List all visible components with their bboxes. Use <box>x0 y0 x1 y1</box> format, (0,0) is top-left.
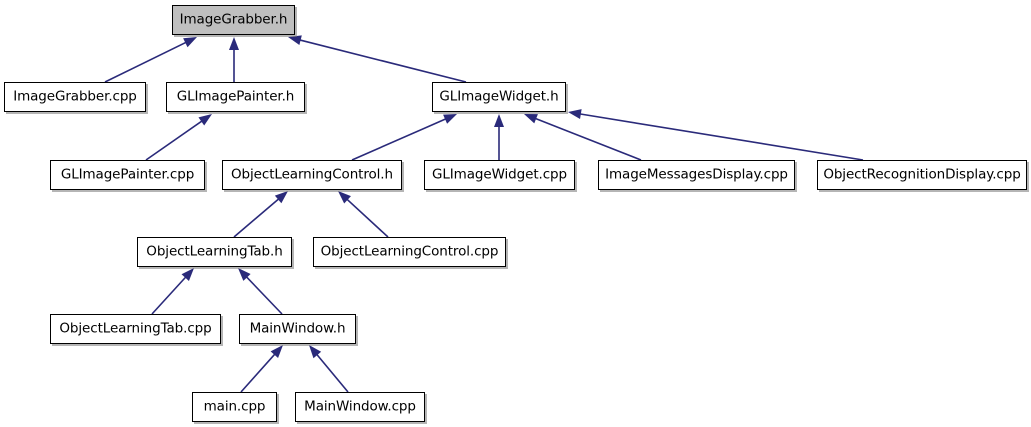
graph-node-label: ObjectLearningTab.cpp <box>59 320 212 337</box>
graph-node-objectlearningtab_cpp[interactable]: ObjectLearningTab.cpp <box>50 314 221 344</box>
graph-node-mainwindow_cpp[interactable]: MainWindow.cpp <box>295 392 425 422</box>
graph-node-objectlearningcontrol_h[interactable]: ObjectLearningControl.h <box>222 160 402 190</box>
arrowhead-icon <box>183 37 197 48</box>
graph-node-label: ImageMessagesDisplay.cpp <box>605 166 788 183</box>
graph-node-mainwindow_h[interactable]: MainWindow.h <box>239 314 356 344</box>
edge-imagemessagesdisplay_cpp-to-glimagewidget_h <box>524 114 642 161</box>
arrowhead-icon <box>338 191 351 204</box>
edge-objectrecognitiondisplay_cpp-to-glimagewidget_h <box>568 109 864 161</box>
edge-glimagepainter_h-to-imagegrabber_h <box>229 37 239 82</box>
graph-node-objectrecognitiondisplay_cpp[interactable]: ObjectRecognitionDisplay.cpp <box>817 160 1027 190</box>
graph-node-label: ImageGrabber.cpp <box>13 88 137 105</box>
arrowhead-icon <box>198 114 212 126</box>
graph-node-glimagewidget_cpp[interactable]: GLImageWidget.cpp <box>424 160 575 190</box>
edge-mainwindow_cpp-to-mainwindow_h <box>309 345 349 393</box>
edge-objectlearningtab_cpp-to-objectlearningtab_h <box>151 268 194 315</box>
graph-node-label: MainWindow.h <box>249 320 346 337</box>
graph-node-label: GLImagePainter.cpp <box>60 166 195 183</box>
graph-node-glimagepainter_h[interactable]: GLImagePainter.h <box>166 82 305 112</box>
graph-node-label: ObjectLearningControl.h <box>231 166 393 183</box>
graph-node-label: ObjectLearningControl.cpp <box>320 243 499 260</box>
graph-node-objectlearningcontrol_cpp[interactable]: ObjectLearningControl.cpp <box>313 237 506 267</box>
arrowhead-icon <box>181 268 194 281</box>
graph-node-label: ObjectLearningTab.h <box>146 243 283 260</box>
edge-glimagewidget_h-to-imagegrabber_h <box>288 35 467 83</box>
graph-node-label: main.cpp <box>203 398 266 415</box>
arrowhead-icon <box>288 35 302 46</box>
graph-node-imagegrabber_h[interactable]: ImageGrabber.h <box>172 5 295 35</box>
edge-glimagepainter_cpp-to-glimagepainter_h <box>145 114 212 161</box>
arrowhead-icon <box>568 109 582 120</box>
edge-main_cpp-to-mainwindow_h <box>240 345 283 393</box>
arrowhead-icon <box>443 114 457 124</box>
graph-node-imagegrabber_cpp[interactable]: ImageGrabber.cpp <box>4 82 146 112</box>
graph-node-label: GLImagePainter.h <box>176 88 295 105</box>
graph-node-label: ObjectRecognitionDisplay.cpp <box>823 166 1021 183</box>
graph-node-label: GLImageWidget.cpp <box>432 166 567 183</box>
graph-node-main_cpp[interactable]: main.cpp <box>192 392 277 422</box>
edge-imagegrabber_cpp-to-imagegrabber_h <box>104 37 197 83</box>
edge-objectlearningtab_h-to-objectlearningcontrol_h <box>233 191 288 238</box>
arrowhead-icon <box>270 345 283 359</box>
graph-node-label: MainWindow.cpp <box>304 398 416 415</box>
arrowhead-icon <box>309 345 322 359</box>
graph-node-glimagewidget_h[interactable]: GLImageWidget.h <box>432 82 566 112</box>
graph-node-glimagepainter_cpp[interactable]: GLImagePainter.cpp <box>50 160 205 190</box>
edge-objectlearningcontrol_cpp-to-objectlearningcontrol_h <box>338 191 389 238</box>
arrowhead-icon <box>494 114 504 127</box>
arrowhead-icon <box>274 191 288 204</box>
edge-objectlearningcontrol_h-to-glimagewidget_h <box>351 114 457 161</box>
graph-node-objectlearningtab_h[interactable]: ObjectLearningTab.h <box>137 237 292 267</box>
graph-node-label: GLImageWidget.h <box>439 88 559 105</box>
edge-mainwindow_h-to-objectlearningtab_h <box>238 268 283 315</box>
arrowhead-icon <box>524 114 538 124</box>
graph-node-imagemessagesdisplay_cpp[interactable]: ImageMessagesDisplay.cpp <box>598 160 795 190</box>
edge-glimagewidget_cpp-to-glimagewidget_h <box>494 114 504 160</box>
graph-node-label: ImageGrabber.h <box>179 11 288 28</box>
arrowhead-icon <box>238 268 251 281</box>
arrowhead-icon <box>229 37 239 50</box>
